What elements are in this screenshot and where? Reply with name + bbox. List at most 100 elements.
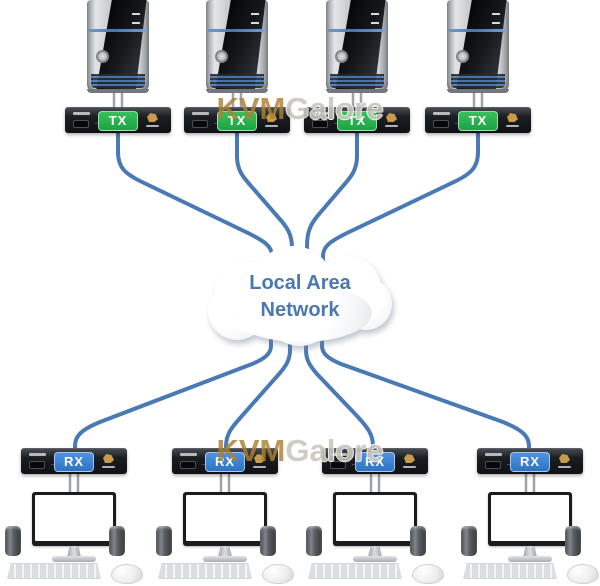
adder-logo-icon bbox=[386, 113, 397, 122]
logo-caption-bar bbox=[558, 466, 571, 468]
monitor-stand bbox=[523, 546, 537, 557]
logo-caption-bar bbox=[385, 125, 398, 127]
rx-to-monitor-cables bbox=[68, 468, 536, 500]
monitor-base bbox=[203, 556, 247, 562]
rx-badge: RX bbox=[510, 451, 550, 472]
usb-icon: → bbox=[453, 117, 462, 127]
power-button-icon bbox=[335, 50, 348, 63]
brand-logo bbox=[312, 112, 329, 115]
brand-logo bbox=[433, 112, 450, 115]
rx-unit: → RX bbox=[21, 448, 127, 474]
tx-badge: TX bbox=[337, 110, 377, 131]
usb-icon: → bbox=[212, 117, 221, 127]
mouse bbox=[262, 564, 294, 584]
rx-unit: → RX bbox=[322, 448, 428, 474]
network-cable bbox=[116, 126, 274, 264]
watermark-kvm: KVM bbox=[216, 91, 286, 126]
logo-caption-bar bbox=[146, 125, 159, 127]
speaker-left bbox=[156, 526, 172, 556]
tx-unit: → TX bbox=[65, 107, 171, 133]
kvmgalore-watermark: KVMGalore bbox=[216, 91, 383, 127]
kvmgalore-watermark: KVMGalore bbox=[216, 433, 383, 469]
network-cable bbox=[73, 330, 273, 458]
speaker-left bbox=[461, 526, 477, 556]
brand-logo bbox=[485, 453, 502, 456]
usb-icon: → bbox=[505, 458, 514, 468]
usb-icon: → bbox=[49, 458, 58, 468]
workstation bbox=[150, 490, 300, 586]
computer-tower bbox=[87, 0, 149, 93]
adder-logo-icon bbox=[103, 454, 114, 463]
tower-accent-line bbox=[88, 29, 148, 32]
watermark-galore: Galore bbox=[285, 433, 384, 468]
mouse bbox=[412, 564, 444, 584]
monitor-base bbox=[52, 556, 96, 562]
monitor-screen bbox=[336, 495, 414, 541]
workstation bbox=[300, 490, 450, 586]
monitor bbox=[32, 492, 116, 546]
rx-badge: RX bbox=[54, 451, 94, 472]
monitor bbox=[488, 492, 572, 546]
computer-tower bbox=[447, 0, 509, 93]
keyboard bbox=[158, 563, 252, 579]
logo-caption-bar bbox=[403, 466, 416, 468]
mouse bbox=[567, 564, 599, 584]
speaker-left bbox=[5, 526, 21, 556]
monitor-screen bbox=[491, 495, 569, 541]
logo-caption-bar bbox=[253, 466, 266, 468]
usb-icon: → bbox=[200, 458, 209, 468]
monitor-base bbox=[508, 556, 552, 562]
speaker-left bbox=[306, 526, 322, 556]
brand-logo bbox=[330, 453, 347, 456]
watermark-kvm: KVM bbox=[216, 433, 286, 468]
adder-logo-icon bbox=[254, 454, 265, 463]
tx-unit: → TX bbox=[184, 107, 290, 133]
monitor-stand bbox=[67, 546, 81, 557]
usb-port bbox=[433, 120, 449, 128]
mouse bbox=[111, 564, 143, 584]
brand-logo bbox=[180, 453, 197, 456]
cloud-label-line2: Network bbox=[260, 299, 340, 321]
rx-badge: RX bbox=[355, 451, 395, 472]
cloud-label-line1: Local Area bbox=[249, 272, 351, 294]
monitor-base bbox=[353, 556, 397, 562]
network-cable bbox=[305, 126, 359, 264]
tower-vents bbox=[451, 74, 505, 88]
tower-accent-line bbox=[448, 29, 508, 32]
network-cable bbox=[304, 334, 375, 458]
cloud-label: Local Area Network bbox=[208, 270, 392, 324]
adder-logo-icon bbox=[404, 454, 415, 463]
lan-cloud: Local Area Network bbox=[208, 246, 392, 346]
monitor-screen bbox=[35, 495, 113, 541]
monitor-stand bbox=[368, 546, 382, 557]
adder-logo-icon bbox=[147, 113, 158, 122]
logo-caption-bar bbox=[102, 466, 115, 468]
speaker-right bbox=[410, 526, 426, 556]
adder-logo-icon bbox=[559, 454, 570, 463]
network-cable bbox=[224, 334, 292, 458]
usb-port bbox=[312, 120, 328, 128]
usb-icon: → bbox=[332, 117, 341, 127]
watermark-galore: Galore bbox=[285, 91, 384, 126]
tower-vents bbox=[330, 74, 384, 88]
workstation bbox=[0, 490, 149, 586]
rx-unit: → RX bbox=[477, 448, 583, 474]
tx-badge: TX bbox=[458, 110, 498, 131]
workstation bbox=[455, 490, 600, 586]
computer-tower bbox=[206, 0, 268, 93]
brand-logo bbox=[73, 112, 90, 115]
adder-logo-icon bbox=[507, 113, 518, 122]
logo-caption-bar bbox=[265, 125, 278, 127]
speaker-right bbox=[260, 526, 276, 556]
power-button-icon bbox=[215, 50, 228, 63]
adder-logo-icon bbox=[266, 113, 277, 122]
usb-icon: → bbox=[93, 117, 102, 127]
tower-accent-line bbox=[207, 29, 267, 32]
network-cable bbox=[235, 126, 294, 264]
power-button-icon bbox=[456, 50, 469, 63]
usb-port bbox=[180, 461, 196, 469]
logo-caption-bar bbox=[506, 125, 519, 127]
network-cable bbox=[321, 126, 480, 264]
speaker-right bbox=[109, 526, 125, 556]
